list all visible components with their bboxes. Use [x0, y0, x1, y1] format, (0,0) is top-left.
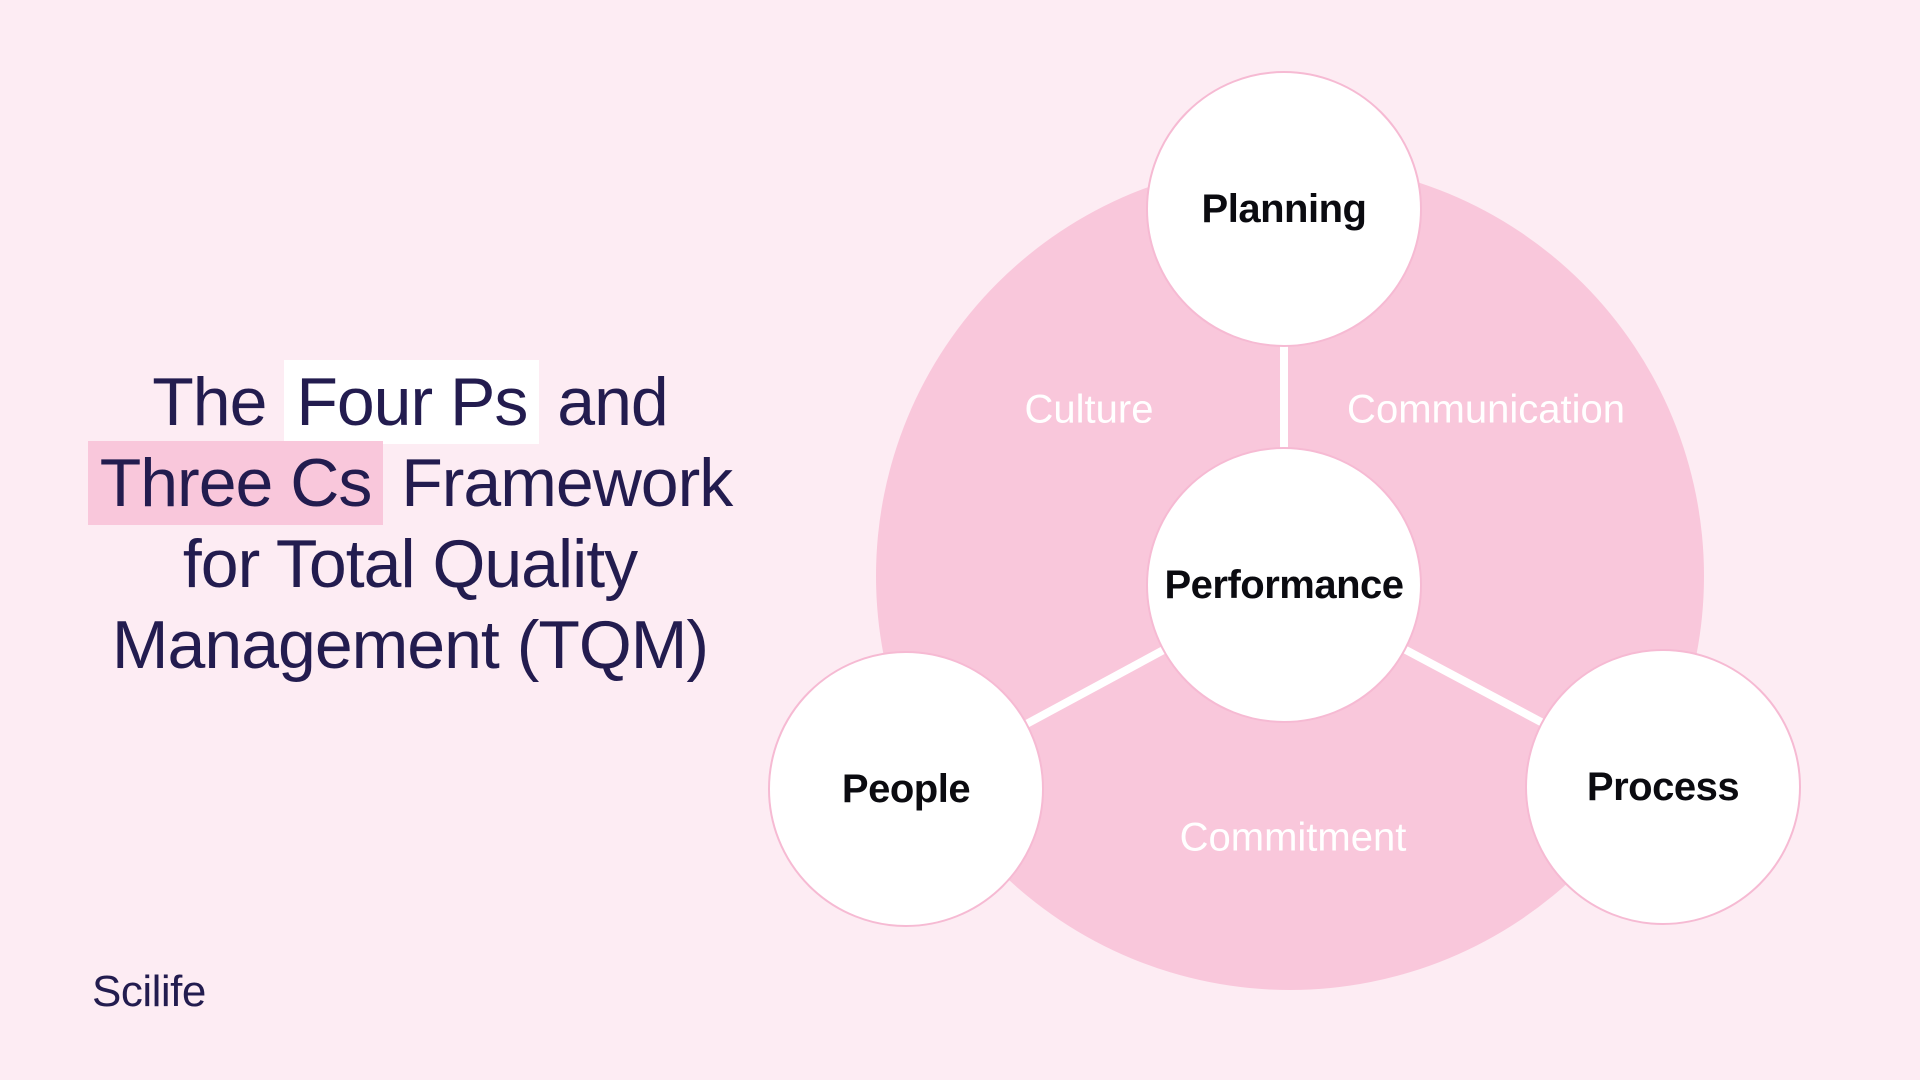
node-planning: Planning [1146, 71, 1422, 347]
node-performance-label: Performance [1164, 562, 1404, 607]
title-text: Management (TQM) [111, 607, 709, 683]
node-process: Process [1525, 649, 1801, 925]
title-line-1: The Four Ps and [70, 360, 750, 444]
page-title: The Four Ps and Three Cs Framework for T… [70, 360, 750, 686]
node-people-label: People [841, 766, 971, 811]
title-text: Framework [383, 445, 733, 521]
ring-label-communication: Communication [1347, 387, 1625, 432]
title-text: and [539, 364, 668, 440]
node-people: People [768, 651, 1044, 927]
node-planning-label: Planning [1201, 186, 1367, 231]
node-performance: Performance [1146, 447, 1422, 723]
title-highlight-three-cs: Three Cs [87, 441, 384, 525]
node-process-label: Process [1586, 764, 1740, 809]
scilife-logo: Scilife [92, 967, 206, 1016]
title-highlight-four-ps: Four Ps [284, 360, 540, 444]
title-line-3: for Total Quality [70, 524, 750, 605]
title-line-4: Management (TQM) [70, 605, 750, 686]
ring-label-commitment: Commitment [1179, 815, 1407, 860]
title-text: The [152, 364, 285, 440]
ring-label-culture: Culture [1024, 387, 1154, 432]
title-line-2: Three Cs Framework [70, 441, 750, 525]
title-text: for Total Quality [182, 526, 638, 602]
